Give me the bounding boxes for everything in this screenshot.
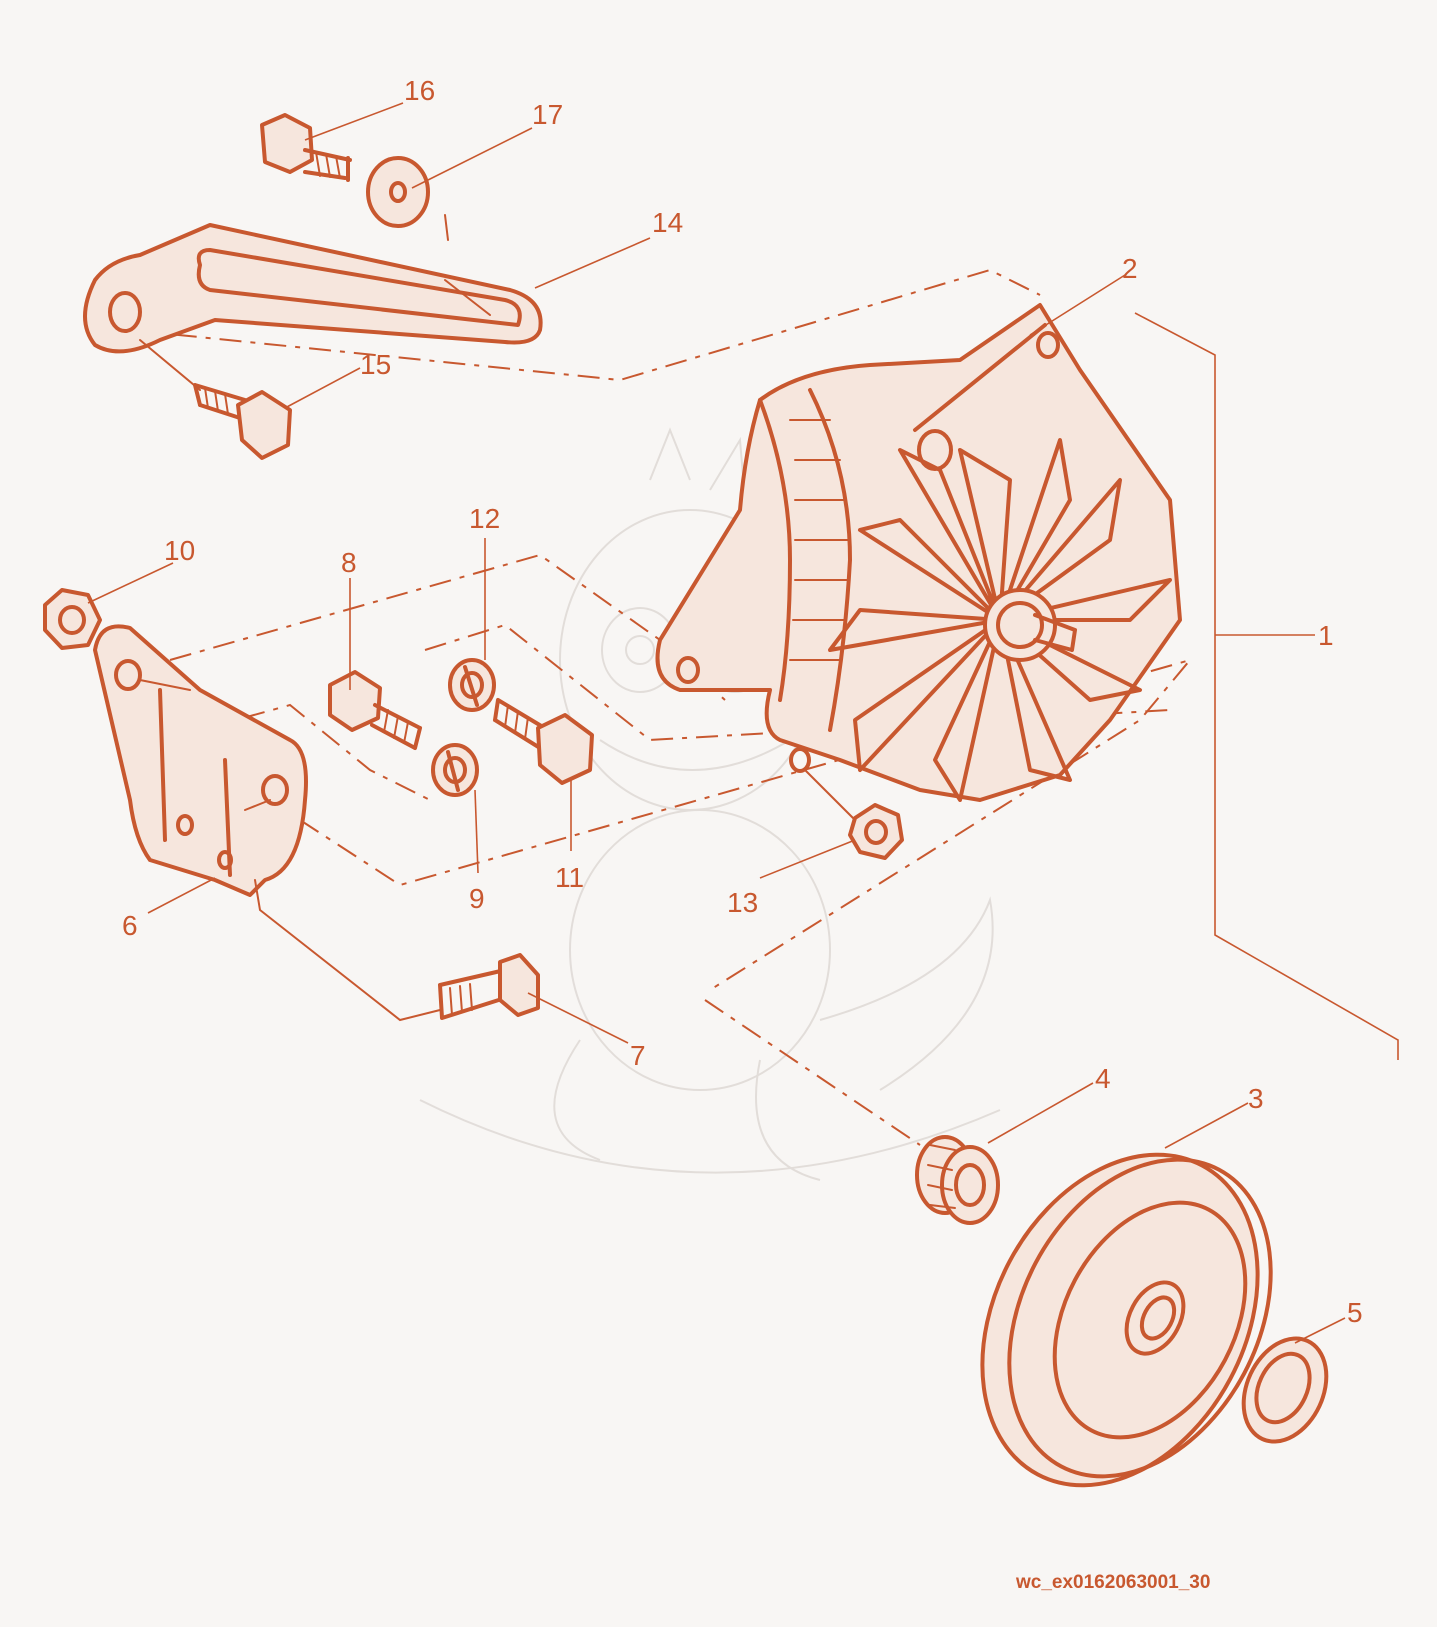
callout-labels: 1 2 3 4 5 6 7 8 9 10 11 12 13 14 15 16 1… (122, 75, 1363, 1328)
part-1-grouping-bracket (1134, 312, 1399, 1060)
callout-3: 3 (1248, 1083, 1264, 1114)
callout-11: 11 (555, 862, 584, 893)
part-7-bolt (254, 879, 540, 1022)
part-1-alternator (655, 303, 1182, 802)
callout-2: 2 (1122, 253, 1138, 284)
callout-16: 16 (404, 75, 435, 106)
diagram-reference-code: wc_ex0162063001_30 (1015, 1572, 1210, 1593)
callout-5: 5 (1347, 1297, 1363, 1328)
part-5-washer (1241, 1336, 1329, 1444)
part-11-bolt (493, 698, 594, 785)
part-12-washer (448, 658, 496, 712)
part-13-nut (804, 769, 904, 860)
part-10-nut (43, 588, 102, 650)
part-14-strap (83, 214, 543, 354)
callout-9: 9 (469, 883, 485, 914)
part-6-bracket (93, 624, 308, 897)
callout-12: 12 (469, 503, 500, 534)
callout-4: 4 (1095, 1063, 1111, 1094)
part-17-washer (366, 156, 430, 228)
part-3-pulley (980, 1152, 1273, 1488)
part-8-bolt (328, 670, 422, 750)
callout-7: 7 (630, 1040, 646, 1071)
callout-6: 6 (122, 910, 138, 941)
callout-10: 10 (164, 535, 195, 566)
callout-15: 15 (360, 349, 391, 380)
callout-17: 17 (532, 99, 563, 130)
part-16-bolt (260, 113, 352, 182)
part-4-spacer (915, 1135, 1000, 1225)
callout-13: 13 (727, 887, 758, 918)
part-9-washer (431, 743, 479, 797)
part-15-bolt (139, 339, 292, 460)
callout-14: 14 (652, 207, 683, 238)
callout-8: 8 (341, 547, 357, 578)
callout-1: 1 (1318, 620, 1334, 651)
leader-lines (87, 102, 1346, 1344)
